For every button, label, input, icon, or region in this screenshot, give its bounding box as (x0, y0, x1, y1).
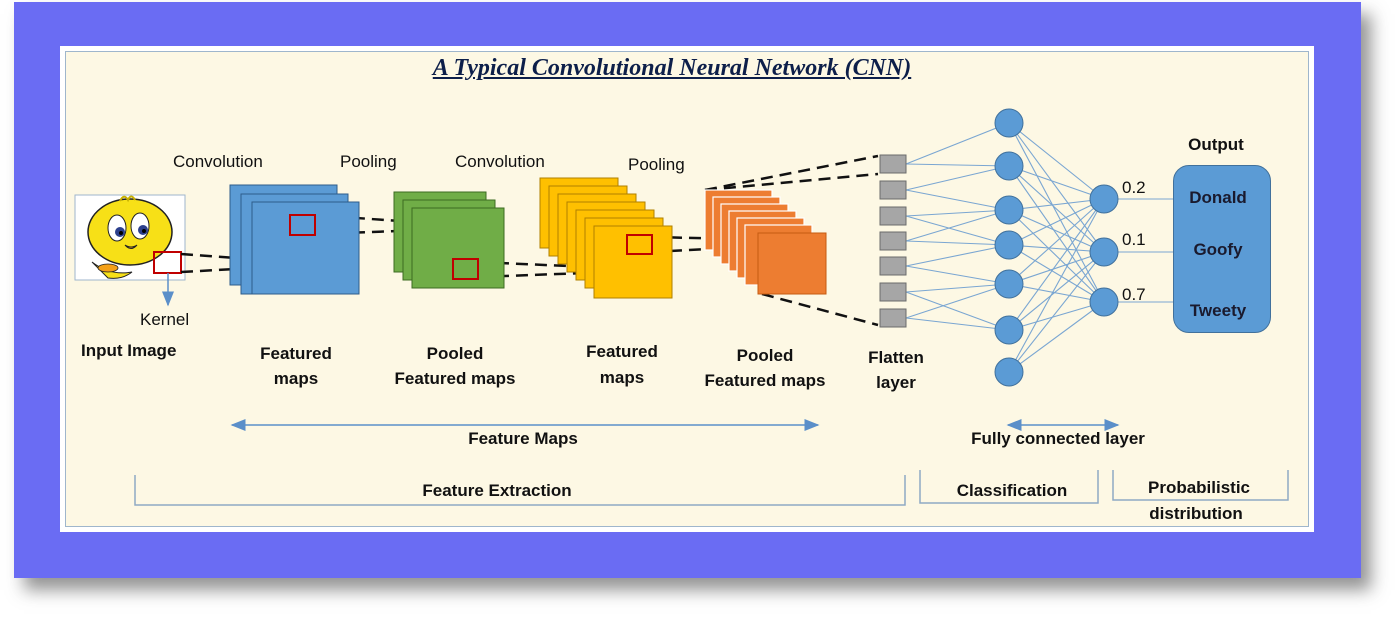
connection-line (1008, 244, 1105, 253)
flatten-layer (879, 154, 907, 328)
featured-maps-2 (539, 177, 673, 299)
connection-line (905, 240, 1010, 246)
featured-maps-1-label-line2: maps (273, 369, 319, 388)
flatten-cell (879, 256, 907, 276)
stage-label-convolution-1: Convolution (173, 152, 263, 171)
section-braces (134, 470, 1289, 506)
flatten-cell (879, 231, 907, 251)
output-neuron (1089, 184, 1119, 214)
connection-line (1008, 198, 1105, 373)
pooled-maps-2-label-line2: Featured maps (704, 371, 826, 390)
probability-goofy: 0.1 (1122, 230, 1146, 249)
connection-line (1008, 301, 1105, 331)
connection-line (1008, 283, 1105, 303)
connection-line (1008, 251, 1105, 331)
featured-maps-1 (229, 184, 360, 295)
pooled-maps-1-label-line2: Featured maps (394, 369, 516, 388)
probabilistic-label-line2: distribution (1149, 504, 1243, 523)
connection-line (1008, 198, 1105, 211)
connection-line (905, 265, 1010, 285)
pooled-maps-2-label-line1: Pooled (736, 346, 794, 365)
connection-line (905, 122, 1010, 165)
connection-line (1008, 165, 1105, 253)
featured-maps-2-label-line1: Featured (586, 342, 658, 361)
connection-line (905, 215, 1010, 246)
feature-extraction-label: Feature Extraction (422, 481, 572, 500)
flatten-cell (879, 180, 907, 200)
connection-line (1008, 301, 1105, 373)
featured-maps-2-label-line2: maps (599, 368, 645, 387)
feature-extraction-brace (134, 475, 906, 506)
featured-maps-1-label-line1: Featured (260, 344, 332, 363)
hidden-neuron (994, 315, 1024, 345)
page-title: A Typical Convolutional Neural Network (… (432, 55, 912, 81)
flatten-layer-label-line1: Flatten (868, 348, 924, 367)
classification-brace (919, 470, 1099, 504)
connection-line (905, 165, 1010, 191)
hidden-neuron (994, 269, 1024, 299)
flatten-cell (879, 308, 907, 328)
output-heading: Output (1188, 135, 1244, 154)
flatten-cell (879, 206, 907, 226)
stage-label-pooling-1: Pooling (340, 152, 397, 171)
output-class-donald: Donald (1189, 188, 1247, 207)
output-class-tweety: Tweety (1189, 301, 1247, 320)
output-class-goofy: Goofy (1193, 240, 1243, 259)
flatten-layer-label-line2: layer (876, 373, 916, 392)
stage-label-convolution-2: Convolution (455, 152, 545, 171)
connection-line (905, 209, 1010, 242)
flatten-cell (879, 282, 907, 302)
connection-line (1008, 244, 1105, 303)
connection-line (1008, 251, 1105, 373)
stage-label-pooling-2: Pooling (628, 155, 685, 174)
cartoon-bird-icon (87, 195, 173, 279)
hidden-neuron (994, 108, 1024, 138)
connection-line (1008, 198, 1105, 285)
hidden-neuron (994, 151, 1024, 181)
pooled-maps-1-label-line1: Pooled (426, 344, 484, 363)
kernel-label: Kernel (140, 310, 190, 329)
hidden-neuron (994, 230, 1024, 260)
fully-connected-label: Fully connected layer (971, 429, 1145, 448)
network-connections (905, 122, 1173, 373)
output-neuron (1089, 287, 1119, 317)
probability-donald: 0.2 (1122, 178, 1146, 197)
connection-line (1008, 122, 1105, 253)
feature-maps-label: Feature Maps (468, 429, 578, 448)
connection-line (1008, 198, 1105, 246)
connection-line (905, 291, 1010, 331)
pooled-featured-maps-1 (393, 191, 505, 289)
connection-line (1008, 198, 1105, 331)
connection-line (1008, 251, 1105, 285)
output-neuron (1089, 237, 1119, 267)
flatten-cell (879, 154, 907, 174)
connection-line (905, 209, 1010, 217)
probabilistic-brace (1112, 470, 1289, 501)
connection-line (905, 163, 1010, 167)
pooled-featured-maps-2 (704, 189, 827, 295)
output-box (1173, 165, 1271, 333)
connection-line (1008, 122, 1105, 200)
hidden-neuron (994, 195, 1024, 225)
input-image-label: Input Image (81, 341, 177, 360)
connection-line (1008, 209, 1105, 303)
probabilistic-label-line1: Probabilistic (1147, 478, 1251, 497)
input-image (74, 194, 186, 307)
connection-line (1008, 165, 1105, 303)
probability-tweety: 0.7 (1122, 285, 1146, 304)
connection-line (905, 283, 1010, 293)
connection-line (1008, 165, 1105, 200)
neurons (994, 108, 1119, 387)
classification-label: Classification (956, 481, 1068, 500)
connection-line (905, 189, 1010, 211)
connection-line (905, 317, 1010, 331)
hidden-neuron (994, 357, 1024, 387)
connection-line (905, 283, 1010, 319)
connection-line (1008, 209, 1105, 253)
connection-line (905, 244, 1010, 267)
